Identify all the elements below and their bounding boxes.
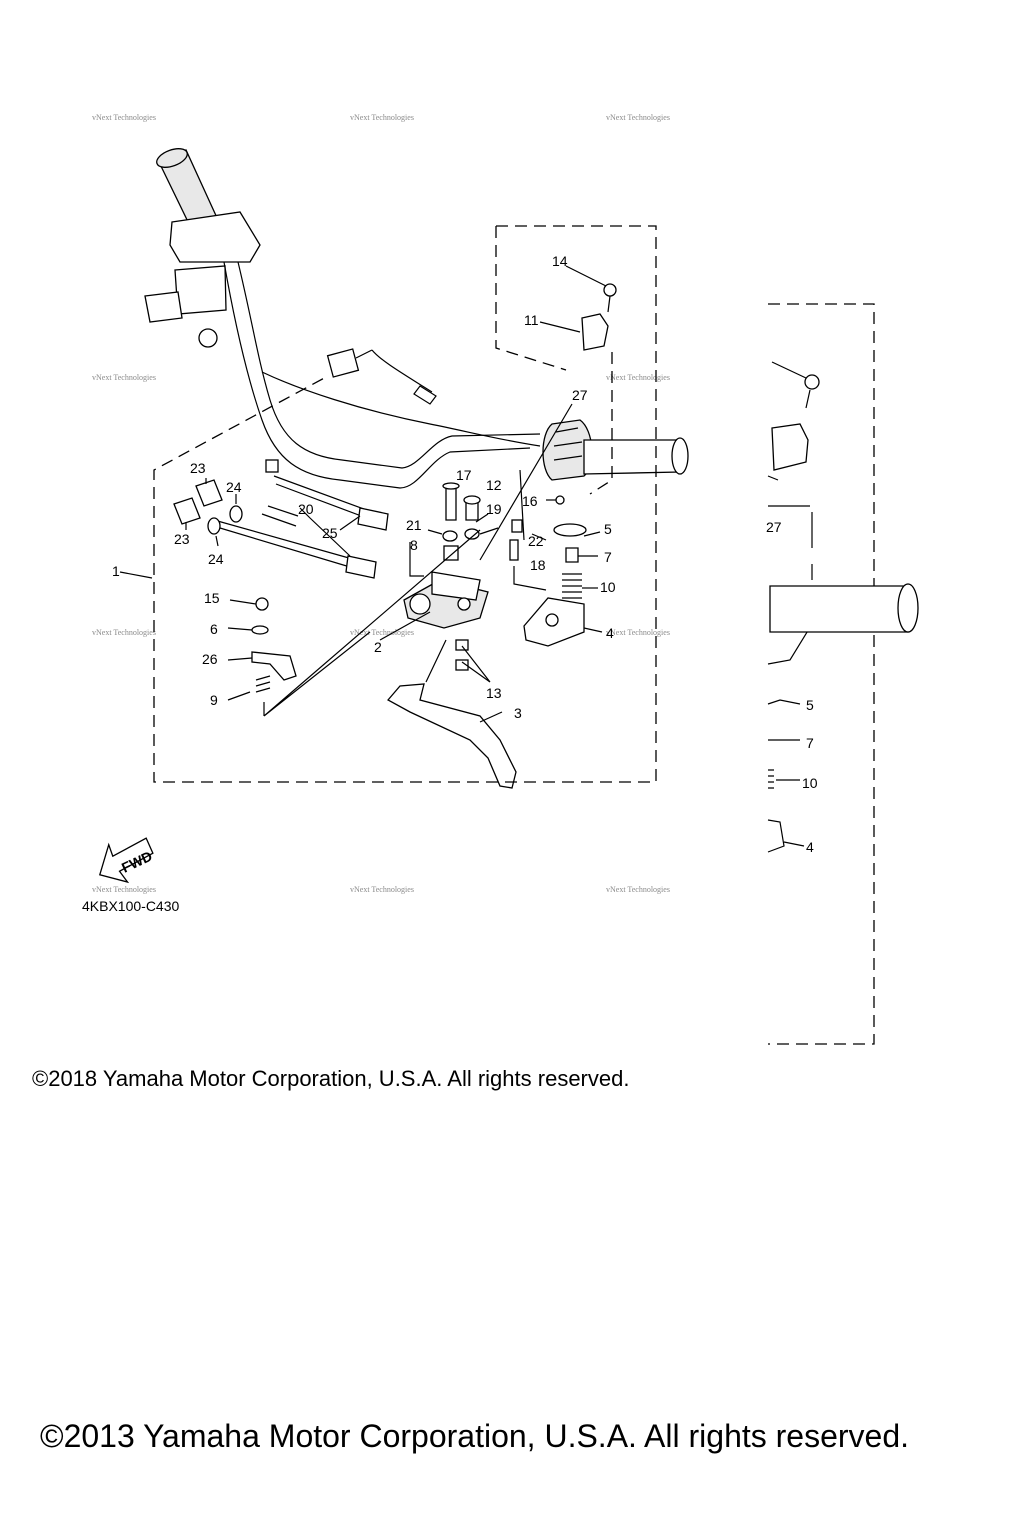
svg-text:vNext Technologies: vNext Technologies bbox=[606, 373, 670, 382]
callout-22: 22 bbox=[528, 533, 544, 549]
inset-callout-4: 4 bbox=[806, 839, 814, 855]
copyright-2018: ©2018 Yamaha Motor Corporation, U.S.A. A… bbox=[32, 1066, 630, 1091]
throttle-housing bbox=[542, 419, 689, 481]
svg-text:vNext Technologies: vNext Technologies bbox=[92, 113, 156, 122]
callout-10: 10 bbox=[600, 579, 616, 595]
fwd-indicator: FWD bbox=[99, 837, 155, 884]
svg-text:vNext Technologies: vNext Technologies bbox=[92, 373, 156, 382]
inset-callout-5: 5 bbox=[806, 697, 814, 713]
callout-1: 1 bbox=[112, 563, 120, 579]
svg-text:vNext Technologies: vNext Technologies bbox=[92, 885, 156, 894]
svg-text:vNext Technologies: vNext Technologies bbox=[350, 628, 414, 637]
callout-24a: 24 bbox=[226, 479, 242, 495]
callout-6: 6 bbox=[210, 621, 218, 637]
callout-12: 12 bbox=[486, 477, 502, 493]
inset-callout-10: 10 bbox=[802, 775, 818, 791]
cables bbox=[213, 459, 389, 579]
parts-11-14 bbox=[581, 283, 617, 351]
callout-3: 3 bbox=[514, 705, 522, 721]
callout-21: 21 bbox=[406, 517, 422, 533]
callout-27: 27 bbox=[572, 387, 588, 403]
callout-23a: 23 bbox=[190, 460, 206, 476]
callout-25: 25 bbox=[322, 525, 338, 541]
callout-4: 4 bbox=[606, 625, 614, 641]
small-parts-right bbox=[509, 495, 587, 599]
copyright-2013: ©2013 Yamaha Motor Corporation, U.S.A. A… bbox=[40, 1418, 910, 1454]
callout-9: 9 bbox=[210, 692, 218, 708]
inset-callout-7: 7 bbox=[806, 735, 814, 751]
inset-view: 27 5 7 10 4 bbox=[766, 361, 919, 855]
callout-18: 18 bbox=[530, 557, 546, 573]
svg-text:vNext Technologies: vNext Technologies bbox=[350, 885, 414, 894]
part-4 bbox=[523, 597, 585, 647]
svg-text:vNext Technologies: vNext Technologies bbox=[606, 628, 670, 637]
dashed-boundaries bbox=[153, 225, 875, 1045]
svg-text:vNext Technologies: vNext Technologies bbox=[606, 885, 670, 894]
svg-text:vNext Technologies: vNext Technologies bbox=[350, 113, 414, 122]
callout-8: 8 bbox=[410, 537, 418, 553]
handlebar bbox=[144, 148, 541, 489]
svg-text:vNext Technologies: vNext Technologies bbox=[92, 628, 156, 637]
adjusters bbox=[173, 479, 243, 535]
svg-text:vNext Technologies: vNext Technologies bbox=[606, 113, 670, 122]
lever bbox=[386, 683, 517, 789]
small-parts-left bbox=[251, 597, 297, 693]
callout-14: 14 bbox=[552, 253, 568, 269]
callout-19: 19 bbox=[486, 501, 502, 517]
callout-7: 7 bbox=[604, 549, 612, 565]
leader-lines bbox=[119, 265, 607, 723]
callout-23b: 23 bbox=[174, 531, 190, 547]
callout-24b: 24 bbox=[208, 551, 224, 567]
callout-2: 2 bbox=[374, 639, 382, 655]
callout-15: 15 bbox=[204, 590, 220, 606]
callout-5: 5 bbox=[604, 521, 612, 537]
callout-17: 17 bbox=[456, 467, 472, 483]
small-parts-center bbox=[442, 482, 481, 671]
lever-bracket bbox=[403, 571, 489, 629]
diagram-code: 4KBX100-C430 bbox=[82, 898, 180, 914]
callout-20: 20 bbox=[298, 501, 314, 517]
inset-callout-27: 27 bbox=[766, 519, 782, 535]
callout-16: 16 bbox=[522, 493, 538, 509]
callouts: 1 2 3 4 5 6 7 8 9 10 11 12 13 14 15 16 1… bbox=[112, 253, 616, 721]
callout-11: 11 bbox=[524, 312, 539, 328]
callout-26: 26 bbox=[202, 651, 218, 667]
callout-13: 13 bbox=[486, 685, 502, 701]
kill-switch bbox=[326, 348, 437, 405]
watermarks: vNext Technologies vNext Technologies vN… bbox=[92, 113, 670, 894]
